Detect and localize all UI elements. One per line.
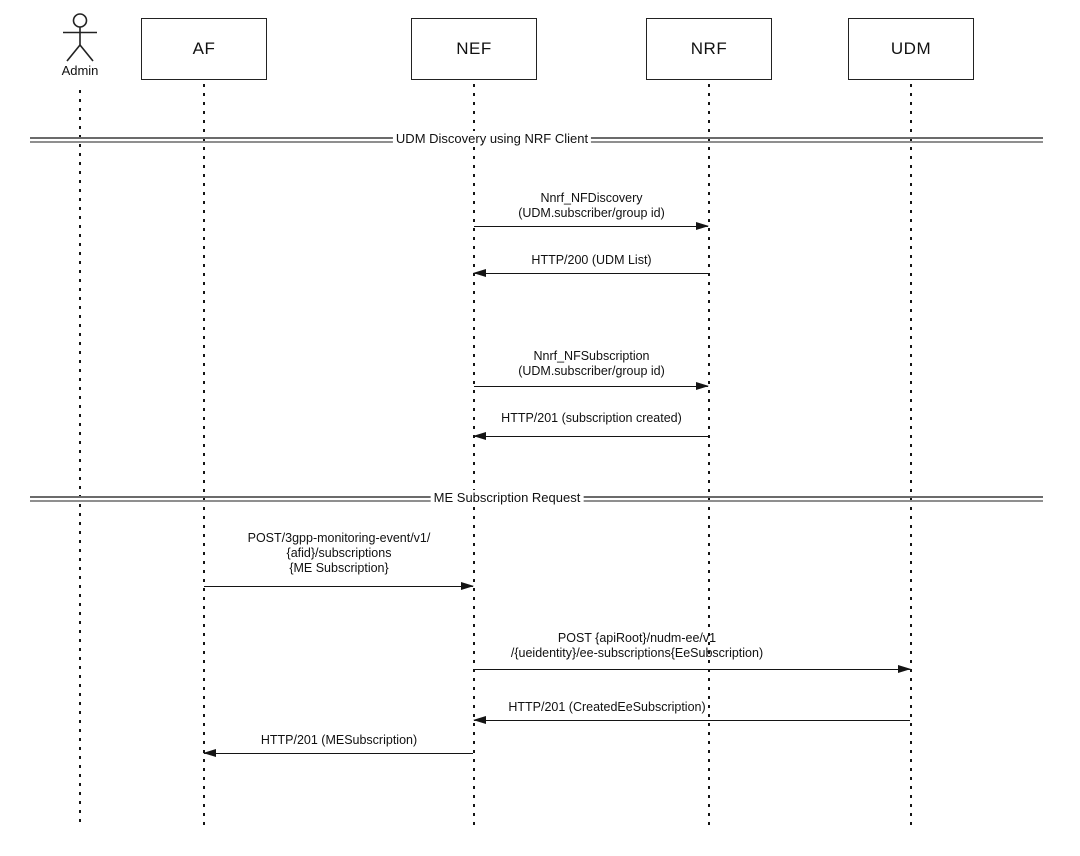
- message-label: HTTP/200 (UDM List): [531, 253, 652, 267]
- arrowhead-icon: [473, 431, 486, 440]
- message-arrow-nef-to-udm: [474, 664, 911, 673]
- participant-box-udm: UDM: [848, 18, 974, 80]
- arrowhead-icon: [696, 221, 709, 230]
- message-label: POST {apiRoot}/nudm-ee/v1 /{ueidentity}/…: [510, 631, 764, 660]
- divider-label: UDM Discovery using NRF Client: [392, 131, 592, 146]
- participant-box-nef: NEF: [411, 18, 537, 80]
- participant-label-admin: Admin: [61, 63, 99, 78]
- message-label: POST/3gpp-monitoring-event/v1/ {afid}/su…: [247, 531, 431, 575]
- participant-box-af: AF: [141, 18, 267, 80]
- actor-icon: [63, 13, 97, 62]
- message-arrow-nef-to-af: [203, 748, 473, 757]
- message-label: HTTP/201 (subscription created): [501, 411, 682, 425]
- arrowhead-icon: [461, 581, 474, 590]
- message-label: Nnrf_NFSubscription (UDM.subscriber/grou…: [518, 349, 665, 378]
- lifeline-af: [203, 84, 205, 828]
- message-arrow-af-to-nef: [204, 581, 474, 590]
- lifeline-nef: [473, 84, 475, 828]
- message-label: Nnrf_NFDiscovery (UDM.subscriber/group i…: [518, 191, 665, 220]
- message-arrow-nef-to-nrf: [474, 221, 709, 230]
- divider-me-subscription: ME Subscription Request: [30, 490, 1043, 505]
- message-label: HTTP/201 (MESubscription): [260, 733, 418, 747]
- message-arrow-nrf-to-nef: [473, 431, 708, 440]
- arrowhead-icon: [203, 748, 216, 757]
- arrowhead-icon: [898, 664, 911, 673]
- lifeline-admin: [79, 90, 81, 828]
- participant-box-nrf: NRF: [646, 18, 772, 80]
- message-arrow-nef-to-nrf: [474, 381, 709, 390]
- arrowhead-icon: [473, 715, 486, 724]
- arrowhead-icon: [696, 381, 709, 390]
- message-arrow-udm-to-nef: [473, 715, 910, 724]
- arrowhead-icon: [473, 268, 486, 277]
- divider-label: ME Subscription Request: [430, 490, 584, 505]
- divider-udm-discovery: UDM Discovery using NRF Client: [30, 131, 1043, 146]
- lifeline-udm: [910, 84, 912, 828]
- lifeline-nrf: [708, 84, 710, 828]
- message-label: HTTP/201 (CreatedEeSubscription): [508, 700, 706, 714]
- message-arrow-nrf-to-nef: [473, 268, 708, 277]
